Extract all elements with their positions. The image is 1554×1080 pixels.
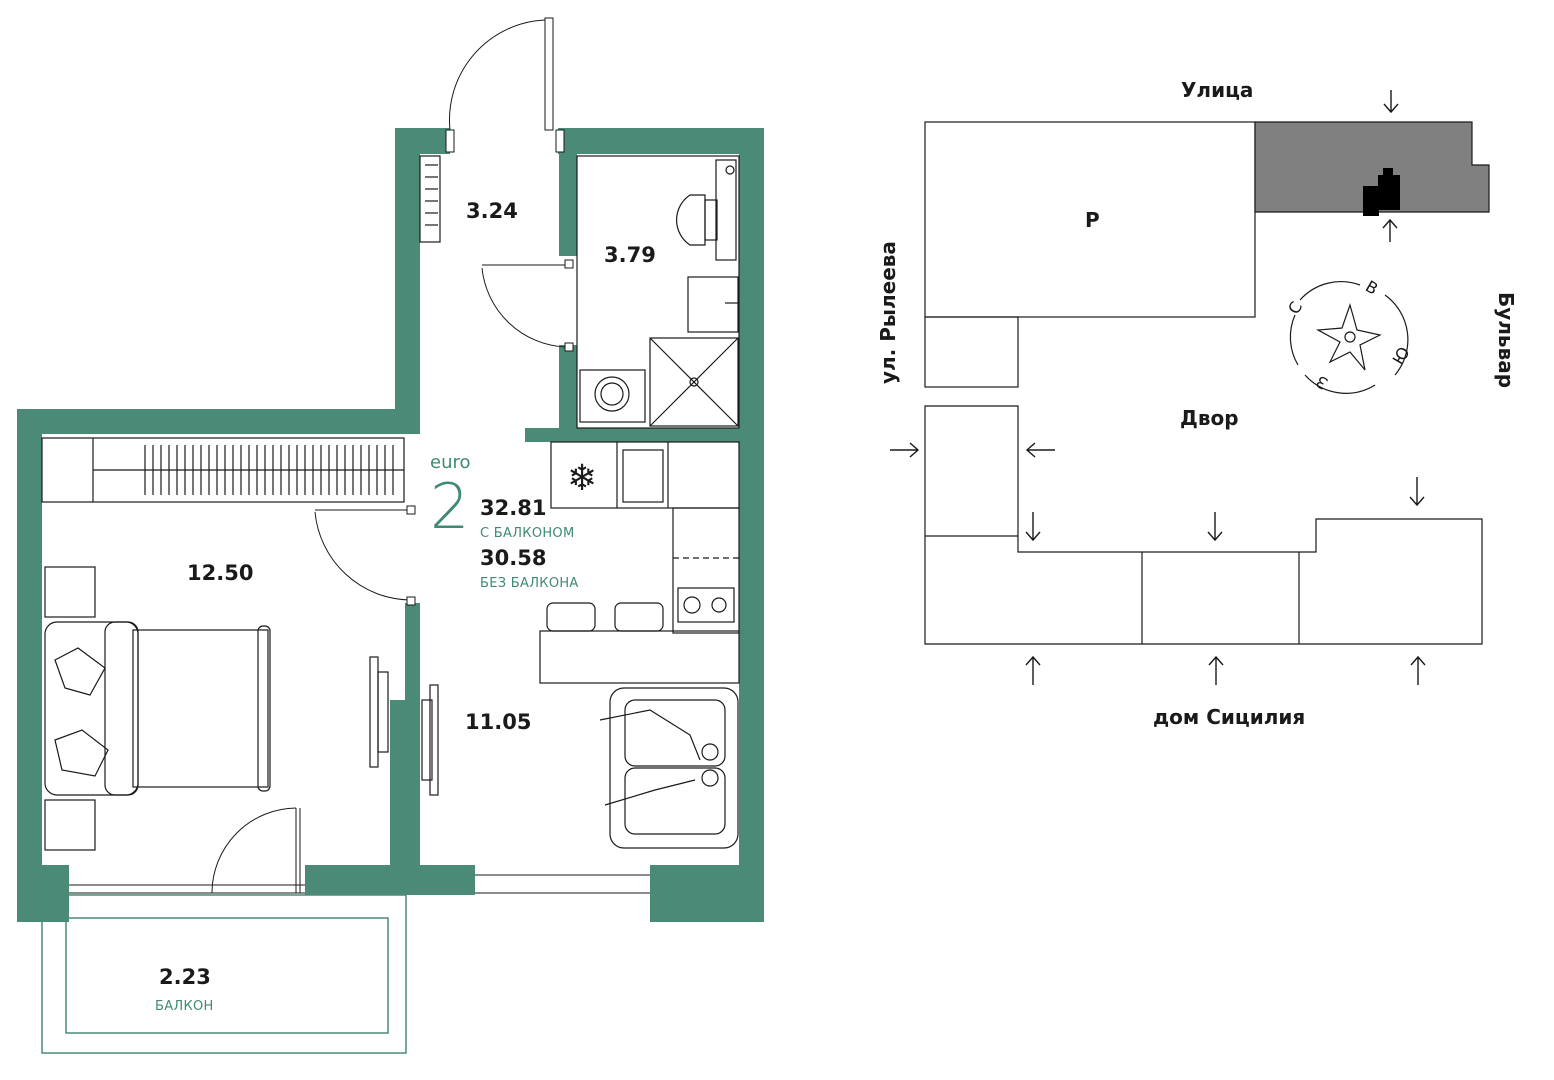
tv-units xyxy=(369,656,439,796)
without-balcony-label: БЕЗ БАЛКОНА xyxy=(480,576,579,591)
wardrobe xyxy=(41,437,405,503)
street-left-label: ул. Рылеева xyxy=(876,241,900,384)
compass-west: З xyxy=(1312,371,1332,394)
kitchen-living-area: 11.05 xyxy=(465,710,532,734)
balcony-outline xyxy=(41,894,407,1054)
hall-radiator xyxy=(419,155,441,243)
snowflake-icon: ❄ xyxy=(567,458,597,499)
compass-east: В xyxy=(1362,276,1382,299)
street-top-label: Улица xyxy=(1181,78,1254,102)
room-count: 2 xyxy=(430,470,470,543)
bedroom-area: 12.50 xyxy=(187,561,254,585)
walls xyxy=(17,128,764,922)
balcony-area: 2.23 xyxy=(159,965,211,989)
apartment-type-label: euro xyxy=(430,452,471,473)
highlighted-building xyxy=(1254,121,1490,213)
bottom-complex xyxy=(924,405,1483,645)
kitchen: ❄ xyxy=(539,441,740,684)
yard-label: Двор xyxy=(1180,406,1239,430)
doors xyxy=(69,17,650,894)
total-area-with-balcony: 32.81 xyxy=(480,496,547,520)
balcony-label: БАЛКОН xyxy=(155,999,214,1014)
building-letter: Р xyxy=(1085,208,1100,232)
compass-south: Ю xyxy=(1388,343,1414,368)
current-section-mark xyxy=(1363,168,1400,216)
compass xyxy=(1289,281,1409,394)
sofa xyxy=(599,687,739,849)
total-area-without-balcony: 30.58 xyxy=(480,546,547,570)
floor-plan: ❄ xyxy=(17,17,764,1054)
with-balcony-label: С БАЛКОНОМ xyxy=(480,526,575,541)
bottom-house-label: дом Сицилия xyxy=(1153,705,1306,729)
bathroom-fixtures xyxy=(576,155,740,429)
hall-area: 3.24 xyxy=(466,199,518,223)
street-right-label: Бульвар xyxy=(1494,292,1518,389)
bed xyxy=(44,566,271,851)
entrance-arrows xyxy=(890,90,1426,685)
compass-north: С xyxy=(1284,298,1307,318)
bathroom-area: 3.79 xyxy=(604,243,656,267)
